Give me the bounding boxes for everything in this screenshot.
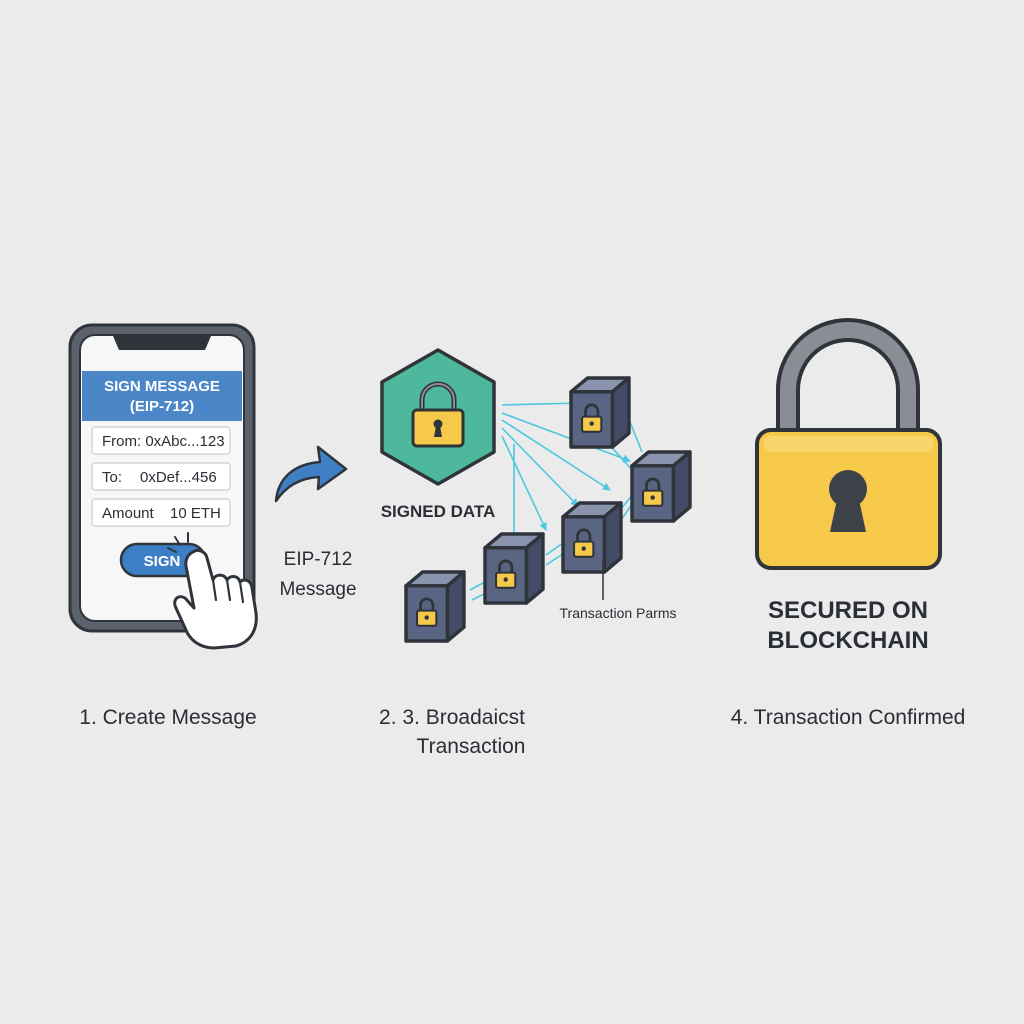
amount-field-value: 10 ETH <box>170 505 221 522</box>
phone-mockup: SIGN MESSAGE (EIP-712) From: 0xAbc...123… <box>68 323 258 650</box>
to-field[interactable]: To: 0xDef...456 <box>91 462 231 491</box>
from-field[interactable]: From: 0xAbc...123 <box>91 426 231 455</box>
step-1-caption: 1. Create Message <box>79 706 256 729</box>
from-field-text: From: 0xAbc...123 <box>102 433 225 450</box>
padlock-icon <box>411 381 465 448</box>
to-field-label: To: <box>102 469 122 486</box>
transaction-params-label: Transaction Parms <box>560 605 677 621</box>
signed-data-hexagon <box>380 348 496 486</box>
curved-arrow-icon <box>274 445 348 503</box>
phone-notch <box>113 336 211 350</box>
sign-button-label: SIGN <box>144 553 181 570</box>
to-field-value: 0xDef...456 <box>140 469 217 486</box>
secured-label-line1: SECURED ON <box>768 597 928 624</box>
step-2-caption-line1: 2. 3. Broadaicst <box>379 706 525 729</box>
signed-data-label: SIGNED DATA <box>381 502 496 521</box>
amount-field[interactable]: Amount 10 ETH <box>91 498 231 527</box>
amount-field-label: Amount <box>102 505 155 522</box>
block-cube-icon <box>561 501 623 574</box>
block-cube-icon <box>483 532 545 605</box>
step-4-caption: 4. Transaction Confirmed <box>731 706 966 729</box>
block-cube-icon <box>569 376 631 449</box>
block-cube-icon <box>630 450 692 523</box>
block-cube-icon <box>404 570 466 643</box>
step-2-caption-line2: Transaction <box>417 735 526 758</box>
padlock-icon <box>755 318 942 570</box>
banner-title: SIGN MESSAGE <box>104 378 220 395</box>
banner-subtitle: (EIP-712) <box>130 398 194 415</box>
broadcast-links <box>469 399 651 601</box>
hand-pointer-icon <box>167 532 258 650</box>
arrow-label-line1: EIP-712 <box>284 549 353 570</box>
arrow-label-line2: Message <box>279 579 356 600</box>
sign-message-banner <box>82 371 242 421</box>
secured-label-line2: BLOCKCHAIN <box>767 627 928 654</box>
